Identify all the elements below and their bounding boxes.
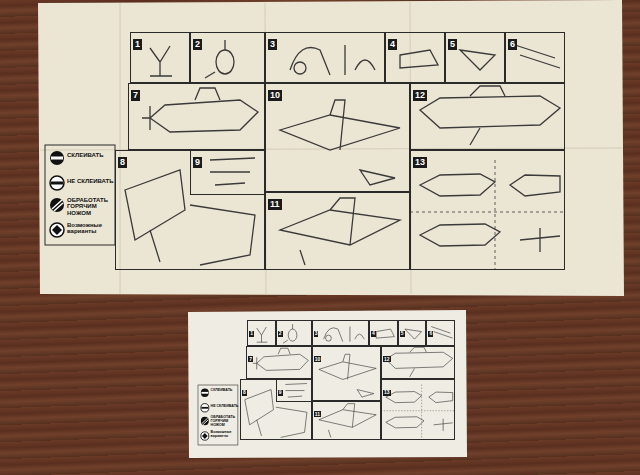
legend-text: Возможные варианты — [67, 222, 114, 235]
step-number: 12 — [383, 356, 391, 362]
step-number: 2 — [278, 331, 283, 337]
step-panel: 9 — [276, 379, 312, 402]
step-number: 4 — [388, 39, 397, 50]
step-panel: 10 — [265, 83, 410, 192]
step-panel: 2 — [190, 32, 265, 83]
step-number: 8 — [118, 157, 127, 168]
step-number: 2 — [193, 39, 202, 50]
step-number: 6 — [508, 39, 517, 50]
step-panel: 9 — [190, 150, 265, 195]
step-panel: 3 — [265, 32, 385, 83]
step-panel: 1 — [247, 320, 276, 346]
step-number: 11 — [314, 411, 321, 417]
legend-text: НЕ СКЛЕИВАТЬ — [211, 405, 239, 409]
step-number: 3 — [268, 39, 277, 50]
step-panel: 7 — [128, 83, 265, 150]
step-panel: 7 — [246, 346, 311, 380]
step-panel: 5 — [445, 32, 505, 83]
legend-text: ОБРАБОТАТЬ ГОРЯЧИМ НОЖОМ — [67, 197, 114, 216]
step-number: 1 — [133, 39, 142, 50]
step-panel: 12 — [410, 83, 565, 150]
legend-text: Возможные варианты — [211, 431, 239, 439]
legend-text: СКЛЕИВАТЬ — [211, 389, 239, 393]
step-panel: 6 — [505, 32, 565, 83]
step-number: 6 — [428, 331, 433, 337]
step-number: 10 — [268, 90, 282, 101]
step-panel: 11 — [265, 192, 410, 270]
step-panel: 13 — [410, 150, 565, 270]
legend-text: НЕ СКЛЕИВАТЬ — [67, 178, 114, 184]
step-panel: 3 — [312, 320, 369, 346]
step-number: 13 — [413, 157, 427, 168]
step-number: 4 — [371, 331, 376, 337]
step-panel: 89 — [240, 379, 312, 439]
legend-text: ОБРАБОТАТЬ ГОРЯЧИМ НОЖОМ — [211, 416, 239, 427]
step-panel: 1 — [130, 32, 190, 83]
step-number: 5 — [448, 39, 457, 50]
step-panel: 10 — [312, 346, 381, 401]
step-number: 9 — [193, 157, 202, 168]
step-number: 9 — [278, 390, 283, 396]
step-panel: 4 — [385, 32, 445, 83]
step-panel: 5 — [398, 320, 427, 346]
step-panel: 2 — [276, 320, 312, 346]
step-number: 11 — [268, 199, 282, 210]
step-number: 5 — [400, 331, 405, 337]
step-number: 7 — [248, 356, 253, 362]
step-number: 12 — [413, 90, 427, 101]
step-number: 10 — [314, 356, 322, 362]
legend-text: СКЛЕИВАТЬ — [67, 152, 114, 158]
step-panel: 4 — [369, 320, 398, 346]
step-panel: 13 — [381, 379, 455, 439]
step-number: 1 — [249, 331, 254, 337]
step-panel: 6 — [426, 320, 455, 346]
step-number: 13 — [383, 390, 391, 396]
step-number: 3 — [314, 331, 319, 337]
step-panel: 12 — [381, 346, 455, 380]
step-panel: 11 — [312, 401, 381, 440]
step-panel: 89 — [115, 150, 265, 270]
step-number: 8 — [242, 390, 247, 396]
step-number: 7 — [131, 90, 140, 101]
